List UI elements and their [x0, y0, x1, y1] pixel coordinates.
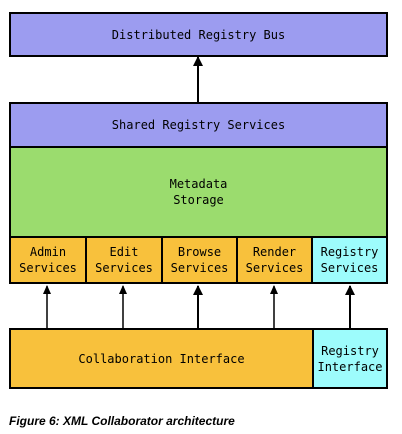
render-services-box: Render Services — [236, 236, 313, 284]
collaboration-interface-label: Collaboration Interface — [78, 351, 245, 366]
registry-interface-label: Registry Interface — [317, 343, 383, 374]
arrow-collab-to-render — [270, 285, 278, 329]
metadata-storage-box: Metadata Storage — [9, 146, 388, 238]
registry-services-box: Registry Services — [311, 236, 388, 284]
figure-caption: Figure 6: XML Collaborator architecture — [9, 414, 235, 428]
arrow-shared-to-bus — [193, 56, 203, 102]
render-services-label: Render Services — [245, 245, 304, 275]
distributed-registry-bus-box: Distributed Registry Bus — [9, 12, 388, 57]
arrow-registry-interface-to-services — [345, 285, 355, 329]
shared-registry-services-label: Shared Registry Services — [111, 118, 286, 132]
collaboration-interface-box: Collaboration Interface — [9, 328, 314, 389]
registry-services-label: Registry Services — [320, 245, 379, 275]
arrow-collab-to-admin — [43, 285, 51, 329]
admin-services-box: Admin Services — [9, 236, 87, 284]
metadata-storage-label: Metadata Storage — [169, 177, 228, 207]
arrow-collab-to-browse — [193, 285, 203, 329]
edit-services-box: Edit Services — [85, 236, 163, 284]
browse-services-label: Browse Services — [170, 245, 229, 275]
distributed-registry-bus-label: Distributed Registry Bus — [111, 27, 286, 42]
browse-services-box: Browse Services — [161, 236, 238, 284]
edit-services-label: Edit Services — [95, 245, 153, 275]
registry-interface-box: Registry Interface — [312, 328, 388, 389]
arrow-collab-to-edit — [119, 285, 127, 329]
shared-registry-services-box: Shared Registry Services — [9, 102, 388, 148]
admin-services-label: Admin Services — [19, 245, 77, 275]
